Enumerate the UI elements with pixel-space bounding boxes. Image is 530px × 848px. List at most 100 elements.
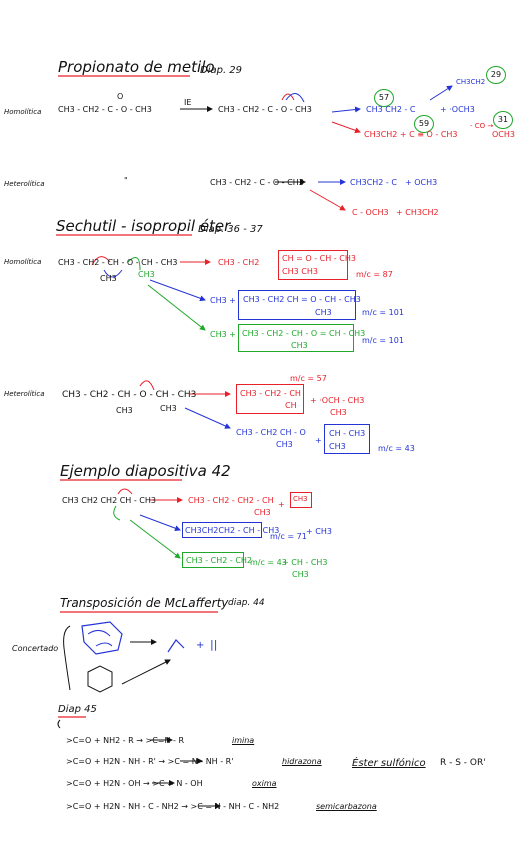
s1-blue-plus-och3: + ·OCH3 <box>440 105 475 114</box>
s2-blue-left: CH3 + <box>210 296 236 305</box>
s1-red-arrow <box>331 121 361 134</box>
s3-reactant: CH3 CH2 CH2 CH - CH3 <box>62 496 156 505</box>
s1-heterolitica-label: Heterolítica <box>4 180 45 188</box>
mclafferty-ring-2 <box>87 665 113 693</box>
s3-mz-71: m/c = 71 <box>270 532 307 541</box>
section1-diap: Diap. 29 <box>200 65 243 76</box>
s2-hetero-blue-arrow <box>184 407 231 429</box>
s1-hetero-red: C - OCH3 <box>352 208 389 217</box>
s5-bracket <box>57 719 61 729</box>
s5-row-1-name: imina <box>232 736 255 745</box>
s2-hetero-curly <box>139 380 155 391</box>
s3-curly-red <box>117 488 133 495</box>
s5-ester-formula: R - S - OR' <box>440 758 486 768</box>
s2-hetero-red-plus: + ·OCH - CH3 <box>310 396 365 405</box>
s1-blue-ch3ch2: CH3CH2 <box>456 78 486 86</box>
s1-blue-arrow <box>331 106 361 113</box>
s2-hetero-red-box-sub: CH <box>285 401 297 410</box>
s3-blue-arrow <box>139 514 181 532</box>
s1-reactant: CH3 - CH2 - C - O - CH3 <box>58 105 152 114</box>
s1-hetero-reactant: CH3 - CH2 - C - O - CH3 <box>210 178 304 187</box>
s1-circle-31: 31 <box>493 111 513 129</box>
s3-green-box: CH3 - CH2 - CH2 <box>182 552 252 568</box>
s2-homolitica-label: Homolítica <box>4 258 42 266</box>
s1-circle-29: 29 <box>486 66 506 84</box>
s2-blue-box-text: CH3 - CH2 CH = O - CH - CH3 <box>243 295 361 304</box>
section5-title: Diap 45 <box>58 704 97 715</box>
s2-hetero-blue-box-text: CH - CH3 <box>329 429 366 438</box>
s1-hetero-blue: CH3CH2 - C <box>350 178 397 187</box>
s2-hetero-blue-left-sub: CH3 <box>276 440 293 449</box>
s5-row-2-name: hidrazona <box>282 757 322 766</box>
section2-diap: Diap. 36 - 37 <box>198 224 263 235</box>
s2-hetero-reactant: CH3 - CH2 - CH - O - CH - CH3 <box>62 390 197 400</box>
s5-row-4-name: semicarbazona <box>316 802 377 811</box>
s2-mz-57: m/c = 57 <box>290 374 327 383</box>
s3-blue-box: CH3CH2CH2 - CH - CH3 <box>182 522 279 538</box>
s1-ie: IE <box>184 98 192 107</box>
s1-radical-cation: CH3 - CH2 - C - O - CH3 <box>218 105 312 114</box>
s1-ditto: " <box>124 176 128 185</box>
s2-blue-box-sub: CH3 <box>315 308 332 317</box>
s2-red-box-sub: CH3 CH3 <box>282 267 318 276</box>
section2-title: Sechutil - isopropil éter <box>56 217 231 235</box>
s3-green-arrow <box>129 519 181 559</box>
s2-hetero-blue-plus: + <box>315 436 322 445</box>
s2-reactant-ch3-a: CH3 <box>100 274 117 283</box>
s2-hetero-blue-box-sub: CH3 <box>329 442 346 451</box>
s2-hetero-red-box: CH3 - CH2 - CH CH <box>236 384 304 414</box>
s1-circle-59: 59 <box>414 115 434 133</box>
s2-hetero-red-plus-sub: CH3 <box>330 408 347 417</box>
mclafferty-arrow-2 <box>121 659 171 685</box>
s2-reactant: CH3 - CH2 - CH - O - CH - CH3 <box>58 258 178 267</box>
s2-mz-101a: m/c = 101 <box>362 308 404 317</box>
section1-title: Propionato de metilo <box>58 58 215 76</box>
s1-red-och3: OCH3 <box>492 130 515 139</box>
s3-curly-green <box>113 505 121 521</box>
s2-blue-box: CH3 - CH2 CH = O - CH - CH3 CH3 <box>238 290 361 320</box>
s2-red-box: CH = O - CH - CH3 CH3 CH3 <box>278 250 356 280</box>
s3-mz-43: m/c = 43 <box>250 558 287 567</box>
s2-blue-arrow <box>149 279 206 302</box>
s2-green-left: CH3 + <box>210 330 236 339</box>
mclafferty-product <box>167 639 185 653</box>
s4-plus: + <box>196 640 205 651</box>
s2-heterolitica-label: Heterolítica <box>4 390 45 398</box>
s2-hetero-red-box-text: CH3 - CH2 - CH <box>240 389 301 398</box>
s1-curly-2 <box>285 93 305 103</box>
s3-green-plus: + CH - CH3 <box>282 558 328 567</box>
s3-green-plus-sub: CH3 <box>292 570 309 579</box>
s5-row-4-eq: >C=O + H2N - NH - C - NH2 → >C = N - NH … <box>66 802 280 811</box>
s2-reactant-ch3-b: CH3 <box>138 270 155 279</box>
s5-row-1-eq: >C=O + NH2 - R → >C=N - R <box>66 736 184 745</box>
s5-row-2-eq: >C=O + H2N - NH - R' → >C = N - NH - R' <box>66 757 234 766</box>
s1-blue-up-arrow <box>429 85 453 101</box>
section3-title: Ejemplo diapositiva 42 <box>60 462 231 480</box>
s1-hetero-red-plus: + CH3CH2 <box>396 208 439 217</box>
s2-hetero-ch3-a: CH3 <box>116 406 133 415</box>
concertado-bracket <box>63 625 71 691</box>
s1-red-product: CH3CH2 + C ≡ O - CH3 <box>364 130 458 139</box>
s4-concertado: Concertado <box>12 644 59 653</box>
s3-red-box: CH3 <box>290 492 312 508</box>
section4-title: Transposición de McLafferty <box>60 596 229 610</box>
s2-hetero-blue-box: CH - CH3 CH3 <box>324 424 370 454</box>
s2-mz-101b: m/c = 101 <box>362 336 404 345</box>
s2-hetero-blue-left: CH3 - CH2 CH - O <box>236 428 306 437</box>
s3-blue-plus: + CH3 <box>306 527 332 536</box>
s3-red-product: CH3 - CH2 - CH2 - CH <box>188 496 274 505</box>
s2-hetero-ch3-b: CH3 <box>160 404 177 413</box>
s1-homolitica-label: Homolítica <box>4 108 42 116</box>
mclafferty-inner-arcs <box>87 630 113 647</box>
s1-hetero-red-arrow <box>309 189 346 211</box>
s1-circle-57: 57 <box>374 89 394 107</box>
s1-blue-product: CH3 CH2 - C <box>366 105 416 114</box>
s4-double-bond: || <box>210 638 218 651</box>
s3-blue-box-text: CH3CH2CH2 - CH - CH3 <box>185 526 280 535</box>
s5-row-3-name: oxima <box>252 779 277 788</box>
s5-row-3-eq: >C=O + H2N - OH → >C = N - OH <box>66 779 203 788</box>
s2-mz-43: m/c = 43 <box>378 444 415 453</box>
s2-green-box-text: CH3 - CH2 - CH - O = CH - CH3 <box>242 329 366 338</box>
